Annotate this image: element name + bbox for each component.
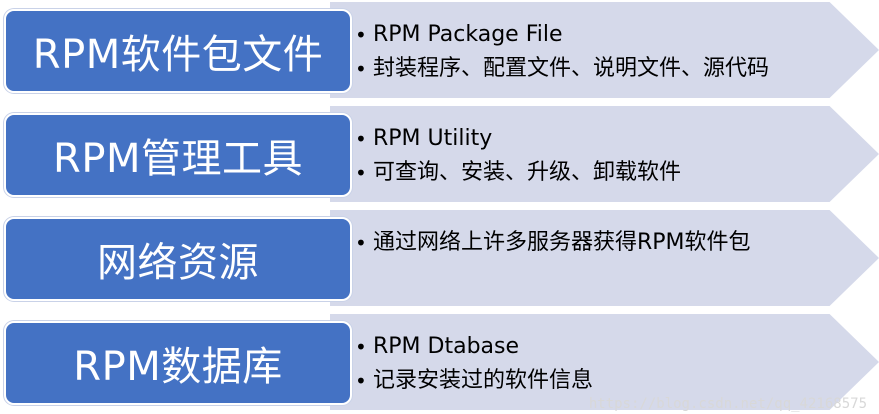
bullet-list: 通过网络上许多服务器获得RPM软件包: [355, 226, 751, 260]
row-title-box: RPM数据库: [4, 321, 352, 405]
bullet-item: RPM Dtabase: [355, 330, 593, 364]
bullet-item: RPM Utility: [355, 122, 681, 156]
row-title-box: RPM软件包文件: [4, 9, 352, 93]
bullet-list: RPM Utility 可查询、安装、升级、卸载软件: [355, 122, 681, 190]
bullet-item: 可查询、安装、升级、卸载软件: [355, 156, 681, 190]
row-title-box: RPM管理工具: [4, 113, 352, 197]
bullet-item: 通过网络上许多服务器获得RPM软件包: [355, 226, 751, 260]
bullet-item: RPM Package File: [355, 18, 769, 52]
bullet-item: 封装程序、配置文件、说明文件、源代码: [355, 52, 769, 86]
row-title-box: 网络资源: [4, 217, 352, 301]
row-rpm-database: RPM数据库 RPM Dtabase 记录安装过的软件信息: [0, 314, 879, 410]
row-rpm-utility: RPM管理工具 RPM Utility 可查询、安装、升级、卸载软件: [0, 106, 879, 202]
bullet-list: RPM Package File 封装程序、配置文件、说明文件、源代码: [355, 18, 769, 86]
bullet-item: 记录安装过的软件信息: [355, 364, 593, 398]
watermark-text: https://blog.csdn.net/qq_42168575: [588, 396, 867, 412]
row-rpm-package-file: RPM软件包文件 RPM Package File 封装程序、配置文件、说明文件…: [0, 2, 879, 98]
bullet-list: RPM Dtabase 记录安装过的软件信息: [355, 330, 593, 398]
row-network-resources: 网络资源 通过网络上许多服务器获得RPM软件包: [0, 210, 879, 306]
